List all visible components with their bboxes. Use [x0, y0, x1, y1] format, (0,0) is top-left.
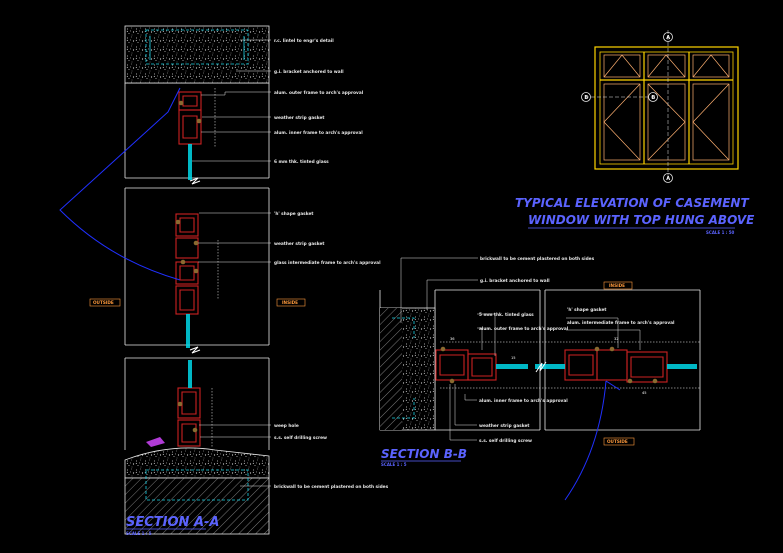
bb-note-9: s.s. self drilling screw	[479, 438, 532, 444]
aa-note-1: r.c. lintel to engr's detail	[274, 38, 334, 44]
marker-b-left: B	[584, 95, 588, 101]
bb-note-7: alum. inner frame to arch's approval	[479, 398, 568, 404]
aa-note-3: alum. outer frame to arch's approval	[274, 90, 364, 96]
elevation-title-line2: WINDOW WITH TOP HUNG ABOVE	[528, 213, 755, 227]
section-bb-outside-tag: OUTSIDE	[607, 439, 628, 444]
window-elevation: A A B B TYPICAL ELEVATION OF CASEMENT WI…	[515, 30, 755, 235]
aa-note-6: 6 mm thk. tinted glass	[274, 159, 329, 165]
bb-note-5: 'h' shape gasket	[567, 307, 606, 313]
bb-dim-1: 36	[450, 337, 455, 341]
section-aa-inside-tag: INSIDE	[282, 300, 298, 305]
section-bb-inside-tag: INSIDE	[609, 283, 625, 288]
bb-note-1: brickwall to be cement plastered on both…	[480, 256, 595, 262]
aa-note-10: weep hole	[274, 423, 299, 429]
bb-note-4: alum. outer frame to arch's approval	[479, 326, 569, 332]
section-aa-outside-tag: OUTSIDE	[93, 300, 114, 305]
bb-note-6: alum. intermediate frame to arch's appro…	[567, 320, 675, 326]
section-bb-title: SECTION B-B	[381, 447, 467, 461]
marker-a-top: A	[666, 35, 670, 41]
bb-dim-3: 32	[614, 337, 619, 341]
section-aa-scale: SCALE 1 : 5	[126, 531, 152, 536]
elevation-title-line1: TYPICAL ELEVATION OF CASEMENT	[515, 196, 749, 210]
aa-note-8: weather strip gasket	[274, 241, 324, 247]
aa-note-4: weather strip gasket	[274, 115, 324, 121]
bb-dim-2: 15	[511, 356, 516, 360]
aa-note-12: brickwall to be cement plastered on both…	[274, 484, 389, 490]
marker-b-right: B	[651, 95, 655, 101]
aa-note-9: glass intermediate frame to arch's appro…	[274, 260, 381, 266]
section-aa-title: SECTION A-A	[126, 515, 219, 530]
aa-note-5: alum. inner frame to arch's approval	[274, 130, 363, 136]
bb-note-3: 5 mm thk. tinted glass	[479, 312, 534, 318]
bb-dim-4: 45	[642, 391, 647, 395]
elevation-scale: SCALE 1 : 50	[706, 230, 735, 235]
section-a-a: OUTSIDE INSIDE r.c. lintel to engr's det…	[59, 25, 389, 536]
bb-note-2: g.i. bracket anchored to wall	[480, 278, 550, 284]
section-b-b: 36 15 32 45 INSIDE OUTSIDE brickwall to …	[379, 256, 701, 501]
aa-note-11: s.s. self drilling screw	[274, 435, 327, 441]
bb-note-8: weather strip gasket	[479, 423, 529, 429]
aa-note-7: 'h' shape gasket	[274, 211, 313, 217]
marker-a-bottom: A	[666, 176, 670, 182]
aa-note-2: g.i. bracket anchored to wall	[274, 69, 344, 75]
section-bb-scale: SCALE 1 : 5	[381, 462, 407, 467]
